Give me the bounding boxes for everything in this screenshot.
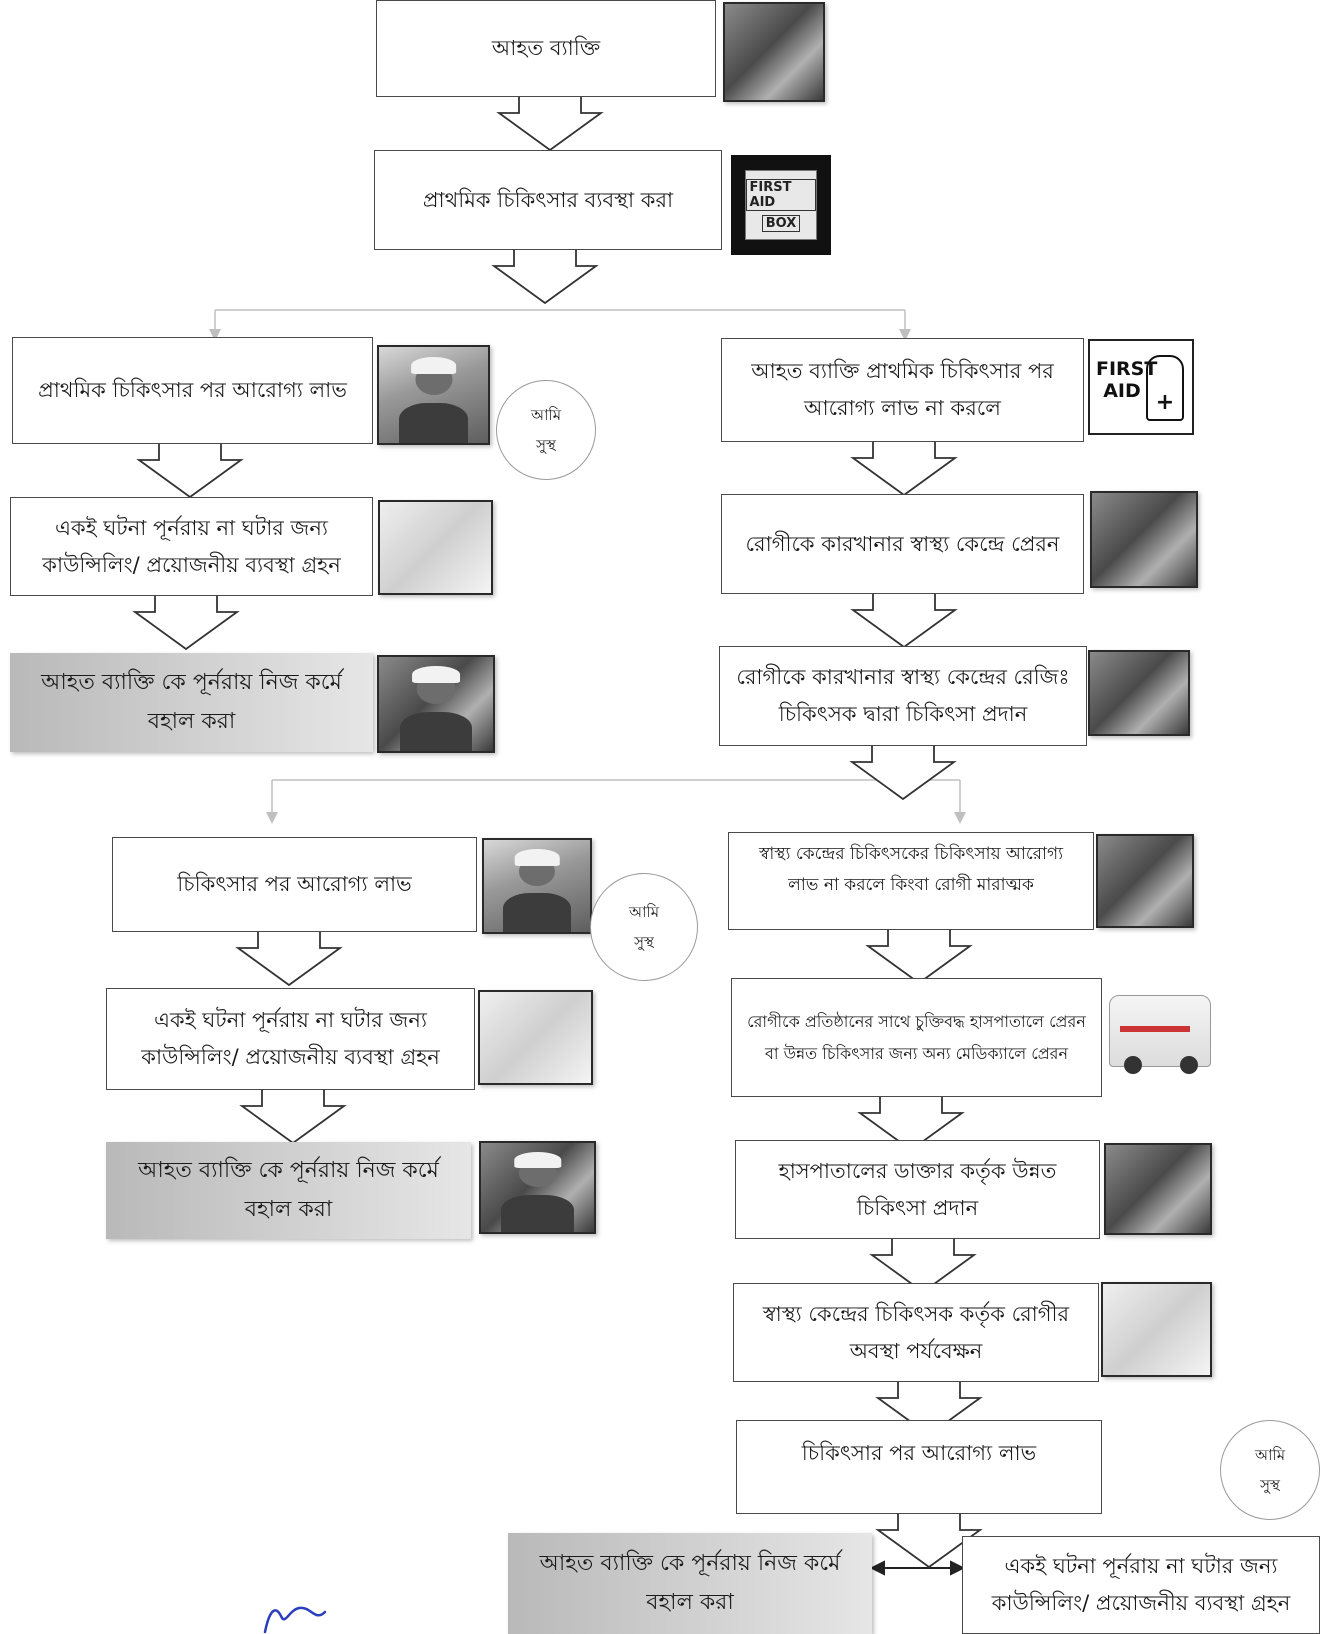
split-connector-mid <box>266 779 966 824</box>
speech-bubble-healthy: আমি সুস্থ <box>496 380 596 480</box>
speech-bubble-healthy: আমি সুস্থ <box>1220 1420 1320 1520</box>
worker-at-machine-photo <box>377 655 495 753</box>
double-arrow-bottom <box>869 1560 966 1576</box>
first-aid-sign-line-1: FIRST <box>1096 358 1158 380</box>
counseling-group-icon <box>378 500 493 595</box>
node-first-aid-arrangement: প্রাথমিক চিকিৎসার ব্যবস্থা করা <box>374 150 722 250</box>
node-reinstate-mid-left: আহত ব্যাক্তি কে পূর্নরায় নিজ কর্মে বহাল… <box>106 1142 471 1239</box>
node-label: প্রাথমিক চিকিৎসার পর আরোগ্য লাভ <box>38 378 347 403</box>
node-label: আহত ব্যাক্তি <box>491 36 601 61</box>
arrow-down <box>849 746 957 801</box>
node-label: হাসপাতালের ডাক্তার কর্তৃক উন্নত চিকিৎসা … <box>778 1158 1057 1220</box>
node-counseling-mid-left: একই ঘটনা পূর্নরায় না ঘটার জন্য কাউন্সিল… <box>106 988 475 1090</box>
bubble-line-2: সুস্থ <box>536 436 556 454</box>
hospital-bed-photo <box>1088 650 1190 736</box>
node-label: চিকিৎসার পর আরোগ্য লাভ <box>801 1441 1037 1465</box>
arrow-down <box>235 932 343 987</box>
node-serious-condition: স্বাস্থ্য কেন্দ্রের চিকিৎসকের চিকিৎসায় … <box>728 832 1094 930</box>
arrow-down <box>865 930 973 985</box>
split-connector-top <box>209 309 911 341</box>
first-aid-box-icon: FIRST AID BOX <box>731 155 831 255</box>
worker-at-machine-photo <box>479 1141 596 1234</box>
node-label: রোগীকে কারখানার স্বাস্থ্য কেন্দ্রের রেজি… <box>736 665 1070 726</box>
healthy-worker-photo <box>377 345 490 445</box>
rescue-team-photo <box>1096 834 1194 928</box>
speech-bubble-healthy: আমি সুস্থ <box>590 873 698 981</box>
node-label: রোগীকে কারখানার স্বাস্থ্য কেন্দ্রে প্রের… <box>745 531 1060 556</box>
ambulance-icon <box>1109 995 1211 1074</box>
healthy-worker-photo <box>482 838 592 934</box>
node-label: একই ঘটনা পূর্নরায় না ঘটার জন্য কাউন্সিল… <box>42 515 341 577</box>
node-not-recovered: আহত ব্যাক্তি প্রাথমিক চিকিৎসার পর আরোগ্য… <box>721 338 1084 442</box>
arrow-down <box>850 594 958 649</box>
arrow-down <box>491 250 599 305</box>
node-label: প্রাথমিক চিকিৎসার ব্যবস্থা করা <box>422 187 674 212</box>
doctor-patient-photo <box>1101 1282 1212 1377</box>
bubble-line-1: আমি <box>530 406 562 424</box>
arrow-down <box>132 596 240 651</box>
node-observation: স্বাস্থ্য কেন্দ্রের চিকিৎসক কর্তৃক রোগীর… <box>733 1283 1099 1382</box>
signature-mark <box>263 1606 327 1634</box>
node-label: একই ঘটনা পূর্নরায় না ঘটার জন্য কাউন্সিল… <box>141 1008 440 1069</box>
counseling-group-icon <box>478 990 593 1085</box>
node-recovered-after-first-aid: প্রাথমিক চিকিৎসার পর আরোগ্য লাভ <box>12 337 373 444</box>
node-recovered-after-treatment: চিকিৎসার পর আরোগ্য লাভ <box>112 837 477 932</box>
first-aid-sign-icon: FIRST AID <box>1088 339 1194 435</box>
node-label: আহত ব্যাক্তি কে পূর্নরায় নিজ কর্মে বহাল… <box>138 1158 439 1222</box>
bubble-line-2: সুস্থ <box>1260 1476 1280 1494</box>
injured-person-photo <box>723 2 825 102</box>
node-label: আহত ব্যাক্তি কে পূর্নরায় নিজ কর্মে বহাল… <box>41 670 342 734</box>
node-doctor-treatment: রোগীকে কারখানার স্বাস্থ্য কেন্দ্রের রেজি… <box>719 646 1087 746</box>
first-aid-sign-line-2: AID <box>1103 379 1141 402</box>
node-recovered-final: চিকিৎসার পর আরোগ্য লাভ <box>736 1420 1102 1514</box>
bubble-line-2: সুস্থ <box>634 933 654 951</box>
node-label: আহত ব্যাক্তি প্রাথমিক চিকিৎসার পর আরোগ্য… <box>751 359 1054 420</box>
node-counseling-left: একই ঘটনা পূর্নরায় না ঘটার জন্য কাউন্সিল… <box>10 497 373 596</box>
node-counseling-final: একই ঘটনা পূর্নরায় না ঘটার জন্য কাউন্সিল… <box>962 1536 1320 1634</box>
first-aid-box-label: FIRST AID <box>745 178 817 211</box>
arrow-down <box>136 444 244 499</box>
node-refer-to-hospital: রোগীকে প্রতিষ্ঠানের সাথে চুক্তিবদ্ধ হাসপ… <box>731 978 1102 1097</box>
node-label: রোগীকে প্রতিষ্ঠানের সাথে চুক্তিবদ্ধ হাসপ… <box>747 1011 1086 1063</box>
node-label: স্বাস্থ্য কেন্দ্রের চিকিৎসকের চিকিৎসায় … <box>758 844 1064 896</box>
node-send-to-health-center: রোগীকে কারখানার স্বাস্থ্য কেন্দ্রে প্রের… <box>721 494 1084 594</box>
hospital-bed-photo <box>1104 1143 1212 1235</box>
arrow-down <box>239 1090 347 1145</box>
arrow-down <box>496 97 604 152</box>
node-label: চিকিৎসার পর আরোগ্য লাভ <box>177 872 412 897</box>
node-reinstate-final: আহত ব্যাক্তি কে পূর্নরায় নিজ কর্মে বহাল… <box>508 1533 872 1634</box>
rescue-team-photo <box>1090 491 1198 588</box>
node-label: স্বাস্থ্য কেন্দ্রের চিকিৎসক কর্তৃক রোগীর… <box>762 1301 1070 1363</box>
first-aid-box-sublabel: BOX <box>761 214 801 232</box>
node-reinstate-left: আহত ব্যাক্তি কে পূর্নরায় নিজ কর্মে বহাল… <box>10 653 373 752</box>
node-label: আহত ব্যাক্তি কে পূর্নরায় নিজ কর্মে বহাল… <box>539 1551 841 1615</box>
arrow-down <box>850 442 958 497</box>
node-label: একই ঘটনা পূর্নরায় না ঘটার জন্য কাউন্সিল… <box>991 1554 1291 1615</box>
bubble-line-1: আমি <box>628 903 660 921</box>
node-injured-person: আহত ব্যাক্তি <box>376 0 716 97</box>
bubble-line-1: আমি <box>1254 1446 1286 1464</box>
node-hospital-treatment: হাসপাতালের ডাক্তার কর্তৃক উন্নত চিকিৎসা … <box>735 1140 1100 1239</box>
hand-cross-icon <box>1146 355 1184 421</box>
